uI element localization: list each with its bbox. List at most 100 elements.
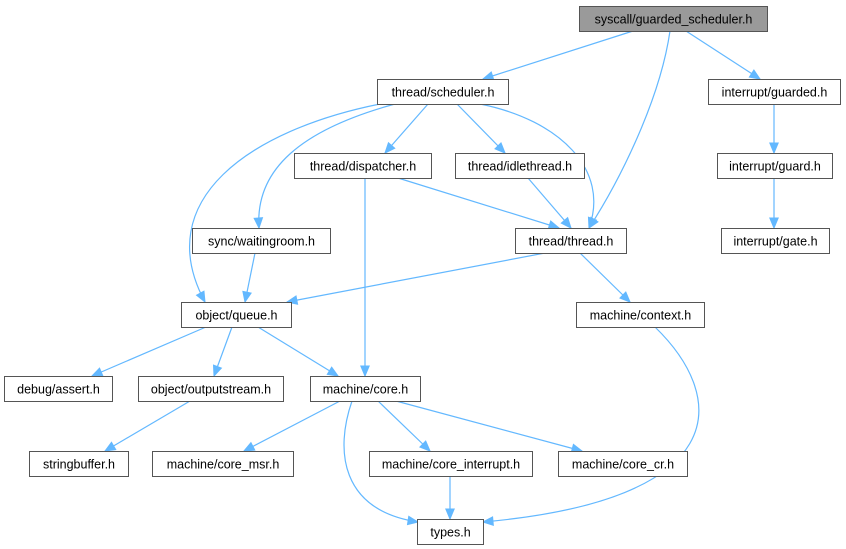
node-idlethread[interactable]: thread/idlethread.h: [455, 153, 585, 179]
edge-queue-to-assert: [90, 326, 207, 377]
node-label: machine/core_cr.h: [572, 458, 674, 472]
edge-core-to-core_interrupt: [377, 400, 431, 452]
node-box: [192, 228, 331, 254]
node-box: [455, 153, 585, 179]
node-box: [152, 451, 294, 477]
node-label: sync/waitingroom.h: [208, 235, 315, 249]
arrow-head-icon: [242, 441, 256, 452]
arrow-head-icon: [360, 365, 370, 378]
arrow-head-icon: [103, 441, 117, 452]
arrow-head-icon: [253, 217, 264, 230]
node-label: stringbuffer.h: [43, 458, 115, 472]
node-label: thread/idlethread.h: [468, 160, 572, 174]
node-stringbuffer[interactable]: stringbuffer.h: [29, 451, 129, 477]
edge-line: [685, 30, 761, 80]
edge-scheduler-to-queue: [189, 103, 381, 304]
node-label: types.h: [430, 526, 470, 540]
edge-line: [579, 252, 631, 303]
node-dispatcher[interactable]: thread/dispatcher.h: [294, 153, 432, 179]
node-core[interactable]: machine/core.h: [310, 376, 421, 402]
edge-line: [456, 103, 506, 154]
edge-scheduler-to-waitingroom: [253, 103, 396, 230]
node-types[interactable]: types.h: [417, 519, 484, 545]
edge-core-to-core_msr: [242, 400, 341, 452]
node-box: [721, 228, 830, 254]
arrow-head-icon: [560, 216, 572, 229]
node-box: [310, 376, 421, 402]
node-outputstream[interactable]: object/outputstream.h: [138, 376, 284, 402]
arrow-head-icon: [587, 216, 598, 230]
node-scheduler[interactable]: thread/scheduler.h: [377, 79, 509, 105]
edge-line: [377, 400, 431, 452]
arrow-head-icon: [769, 217, 779, 230]
node-box: [29, 451, 129, 477]
node-label: machine/core_msr.h: [167, 458, 280, 472]
node-box: [369, 451, 533, 477]
node-box: [377, 79, 509, 105]
node-box: [708, 79, 841, 105]
arrow-head-icon: [494, 142, 506, 154]
edge-core-to-types: [343, 400, 420, 526]
edge-queue-to-core: [257, 326, 340, 377]
edge-line: [243, 400, 341, 452]
arrow-head-icon: [748, 69, 762, 80]
edge-outputstream-to-stringbuffer: [103, 400, 191, 452]
arrow-head-icon: [418, 440, 431, 452]
node-core-interrupt[interactable]: machine/core_interrupt.h: [369, 451, 533, 477]
node-label: thread/scheduler.h: [392, 86, 495, 100]
arrow-head-icon: [195, 290, 206, 304]
node-box: [558, 451, 688, 477]
node-label: machine/core.h: [323, 383, 409, 397]
node-label: machine/core_interrupt.h: [382, 458, 520, 472]
arrow-head-icon: [481, 71, 495, 81]
edges-layer: [90, 30, 779, 527]
edge-line: [588, 30, 671, 229]
arrow-head-icon: [406, 515, 420, 526]
node-queue[interactable]: object/queue.h: [181, 302, 292, 328]
arrow-head-icon: [619, 291, 631, 303]
node-label: object/queue.h: [195, 309, 277, 323]
arrow-head-icon: [90, 367, 104, 377]
edge-thread-to-queue: [285, 252, 546, 305]
edge-line: [258, 103, 396, 229]
node-context[interactable]: machine/context.h: [576, 302, 705, 328]
edge-line: [482, 30, 634, 80]
node-gate[interactable]: interrupt/gate.h: [721, 228, 830, 254]
edge-line: [286, 252, 546, 303]
edge-thread-to-context: [579, 252, 631, 303]
edge-guarded_scheduler-to-guarded: [685, 30, 762, 80]
edge-line: [479, 103, 595, 229]
node-label: interrupt/gate.h: [733, 235, 817, 249]
node-box: [717, 153, 833, 179]
node-label: thread/thread.h: [529, 235, 614, 249]
node-guard[interactable]: interrupt/guard.h: [717, 153, 833, 179]
node-waitingroom[interactable]: sync/waitingroom.h: [192, 228, 331, 254]
node-guarded[interactable]: interrupt/guarded.h: [708, 79, 841, 105]
arrow-head-icon: [326, 366, 340, 377]
node-label: thread/dispatcher.h: [310, 160, 416, 174]
edge-queue-to-outputstream: [212, 326, 233, 378]
node-assert[interactable]: debug/assert.h: [4, 376, 113, 402]
node-box: [138, 376, 284, 402]
arrow-head-icon: [242, 290, 252, 304]
arrow-head-icon: [547, 220, 561, 230]
edge-context-to-types: [481, 326, 700, 527]
node-core-cr[interactable]: machine/core_cr.h: [558, 451, 688, 477]
arrow-head-icon: [445, 508, 455, 521]
node-label: syscall/guarded_scheduler.h: [595, 13, 753, 27]
node-core-msr[interactable]: machine/core_msr.h: [152, 451, 294, 477]
node-thread[interactable]: thread/thread.h: [515, 228, 627, 254]
arrow-head-icon: [481, 516, 494, 527]
arrow-head-icon: [212, 364, 223, 378]
edge-line: [343, 400, 419, 523]
edge-line: [257, 326, 339, 377]
edge-idlethread-to-thread: [527, 177, 572, 229]
node-box: [294, 153, 432, 179]
node-label: machine/context.h: [590, 309, 691, 323]
node-guarded-scheduler: syscall/guarded_scheduler.h: [579, 6, 768, 32]
edge-scheduler-to-idlethread: [456, 103, 506, 154]
node-box: [181, 302, 292, 328]
arrow-head-icon: [769, 142, 779, 155]
edge-core_interrupt-to-types: [445, 476, 455, 521]
